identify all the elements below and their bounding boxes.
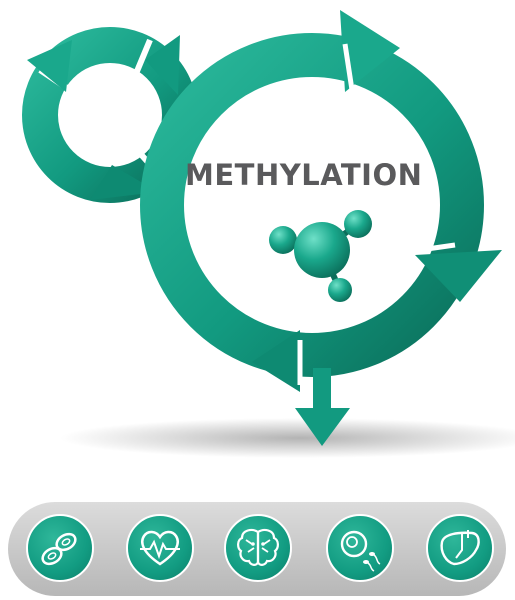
large-cycle-arrowhead-top: [340, 10, 400, 92]
egg-sperm-icon: [326, 514, 394, 582]
heartbeat-icon: [126, 514, 194, 582]
organ-icon-bar: [8, 502, 506, 596]
methyl-molecule-icon: [269, 210, 372, 302]
diagram-title: METHYLATION: [185, 158, 423, 192]
methylation-cycle-diagram: [22, 10, 515, 458]
large-cycle-arrowhead-right: [415, 250, 502, 302]
floor-shadow: [60, 418, 515, 458]
blood-cells-icon: [26, 514, 94, 582]
liver-icon: [426, 514, 494, 582]
large-cycle-arrowhead-bottom: [252, 330, 300, 392]
output-down-arrow: [295, 368, 350, 446]
small-cycle-arrowhead-top: [27, 40, 72, 92]
small-cycle-arrowhead-right: [145, 35, 180, 95]
brain-circuit-icon: [224, 514, 292, 582]
large-cycle-ring: [140, 10, 502, 392]
